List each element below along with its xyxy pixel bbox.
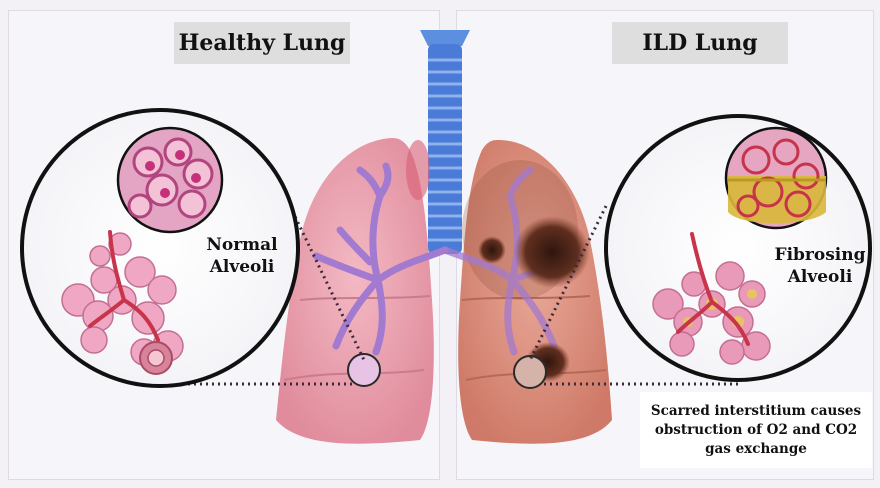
note-line3: gas exchange: [705, 440, 807, 459]
normal-label-line2: Alveoli: [196, 256, 288, 278]
fibrosing-label-line2: Alveoli: [770, 266, 870, 288]
fibrosing-label-line1: Fibrosing: [770, 244, 870, 266]
ild-lung: [458, 140, 612, 444]
gas-exchange-note: Scarred interstitium causes obstruction …: [640, 392, 872, 468]
ild-focus-circle: [514, 356, 546, 388]
trachea: [420, 30, 470, 254]
healthy-lung: [276, 138, 434, 444]
ild-lung-title: ILD Lung: [612, 22, 788, 64]
note-line2: obstruction of O2 and CO2: [655, 421, 857, 440]
healthy-lung-title: Healthy Lung: [174, 22, 350, 64]
note-line1: Scarred interstitium causes: [651, 402, 861, 421]
fibrosing-alveoli-label: Fibrosing Alveoli: [770, 244, 870, 288]
normal-label-line1: Normal: [196, 234, 288, 256]
normal-alveoli-label: Normal Alveoli: [196, 234, 288, 278]
